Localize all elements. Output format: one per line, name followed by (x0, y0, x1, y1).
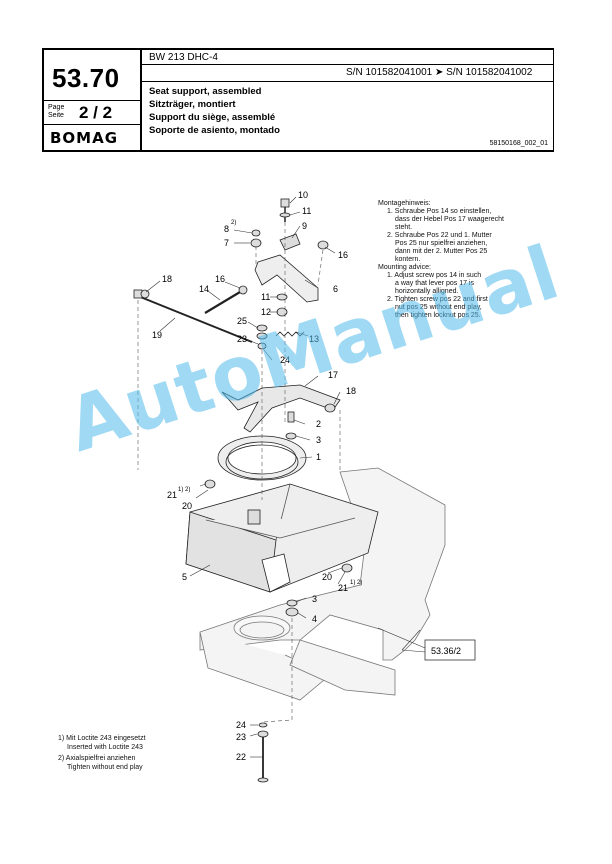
note-de-line: dann mit der 2. Mutter Pos 25 (395, 248, 488, 255)
callout-23-bottom: 23 (236, 732, 246, 742)
section-number: 53.70 (52, 63, 120, 93)
serial-range: S/N 101582041001 ➤ S/N 101582041002 (346, 67, 533, 78)
callout-24-top: 24 (280, 355, 290, 365)
callout-6: 6 (333, 284, 338, 294)
page-label-en: Seite (48, 112, 64, 119)
reference-label: 53.36/2 (431, 646, 461, 656)
reference-box (424, 639, 476, 661)
footnote-line: Tighten without end play (67, 763, 143, 771)
notes-heading-en: Mounting advice: (378, 264, 431, 271)
callout-7: 7 (224, 238, 229, 248)
callout-2: 2 (316, 419, 321, 429)
callout-14: 14 (199, 284, 209, 294)
footnote-line: 1) Mit Loctite 243 eingesetzt (58, 735, 146, 742)
callout-25: 25 (237, 316, 247, 326)
callout-12: 12 (261, 307, 271, 317)
callout-22: 22 (236, 752, 246, 762)
seat-support-box (185, 483, 379, 593)
callout-9: 9 (302, 221, 307, 231)
note-en-line: 1. Adjust screw pos 14 in such (387, 272, 482, 279)
callout-5: 5 (182, 572, 187, 582)
callout-17: 17 (328, 370, 338, 380)
callout-8: 8 (224, 224, 229, 234)
callout-1: 1 (316, 452, 321, 462)
page-number: 2 / 2 (79, 103, 113, 122)
note-de-line: Pos 25 nur spielfrei anziehen, (395, 240, 488, 247)
callout-19: 19 (152, 330, 162, 340)
brand-logo: BOMAG (50, 129, 119, 147)
note-en-line: then tighten locknut pos 25. (395, 312, 481, 319)
callout-21-right-note: 1) 2) (350, 580, 362, 586)
callout-8-note: 2) (231, 220, 236, 226)
note-en-line: 2. Tighten screw pos 22 and first (387, 296, 488, 303)
callout-21-left-note: 1) 2) (178, 487, 190, 493)
callout-16-left: 16 (215, 274, 225, 284)
note-de-line: 1. Schraube Pos 14 so einstellen, (387, 208, 492, 215)
title-es: Soporte de asiento, montado (149, 125, 280, 136)
footnote-line: Inserted with Loctite 243 (67, 743, 143, 751)
title-en: Seat support, assembled (149, 86, 262, 97)
note-de-line: kontern. (395, 256, 421, 263)
assembly-notes: Montagehinweis: 1. Schraube Pos 14 so ei… (378, 200, 504, 320)
callout-24-bottom: 24 (236, 720, 246, 730)
screw-14 (204, 285, 248, 314)
title-fr: Support du siège, assemblé (149, 112, 276, 123)
exploded-view-drawing: 10 11 9 8 2) 7 16 18 16 14 6 11 12 19 25… (133, 190, 476, 783)
note-de-line: 2. Schraube Pos 22 und 1. Mutter (387, 232, 492, 239)
footnotes: 1) Mit Loctite 243 eingesetzt Inserted w… (58, 735, 146, 772)
callout-3-top: 3 (316, 435, 321, 445)
callout-23-top: 23 (237, 334, 247, 344)
notes-heading-de: Montagehinweis: (378, 200, 431, 207)
callout-16-right: 16 (338, 250, 348, 260)
callout-20-left: 20 (182, 501, 192, 511)
title-de: Sitzträger, montiert (149, 99, 236, 110)
callout-18-left: 18 (162, 274, 172, 284)
spring-13 (275, 331, 305, 337)
bottom-bolt-22 (257, 722, 269, 783)
note-en-line: horizontally alligned. (395, 288, 459, 295)
callout-11-top: 11 (302, 206, 311, 216)
note-en-line: a way that lever pos 17 is (395, 280, 474, 287)
header-box: 53.70 Page Seite 2 / 2 BOMAG BW 213 DHC-… (42, 48, 554, 152)
callout-11-mid: 11 (261, 292, 270, 302)
callout-10: 10 (298, 190, 308, 200)
model-name: BW 213 DHC-4 (149, 52, 218, 63)
assembly-lines (137, 222, 341, 723)
document-number: 58150168_002_01 (489, 140, 548, 147)
footnote-line: 2) Axialspielfrei anziehen (58, 755, 136, 762)
callout-4: 4 (312, 614, 317, 624)
note-de-line: steht. (395, 224, 413, 231)
callout-3-bottom: 3 (312, 594, 317, 604)
page-label-de: Page (48, 104, 65, 111)
note-de-line: dass der Hebel Pos 17 waagerecht (395, 216, 504, 223)
note-en-line: nut pos 25 without end play, (395, 304, 482, 311)
machine-frame (199, 467, 446, 701)
leader-lines (145, 196, 426, 758)
callout-21-right: 21 (338, 583, 348, 593)
callout-20-right: 20 (322, 572, 332, 582)
callout-21-left: 21 (167, 490, 177, 500)
upper-bracket (254, 254, 319, 303)
callout-13: 13 (309, 334, 319, 344)
callout-18-right: 18 (346, 386, 356, 396)
